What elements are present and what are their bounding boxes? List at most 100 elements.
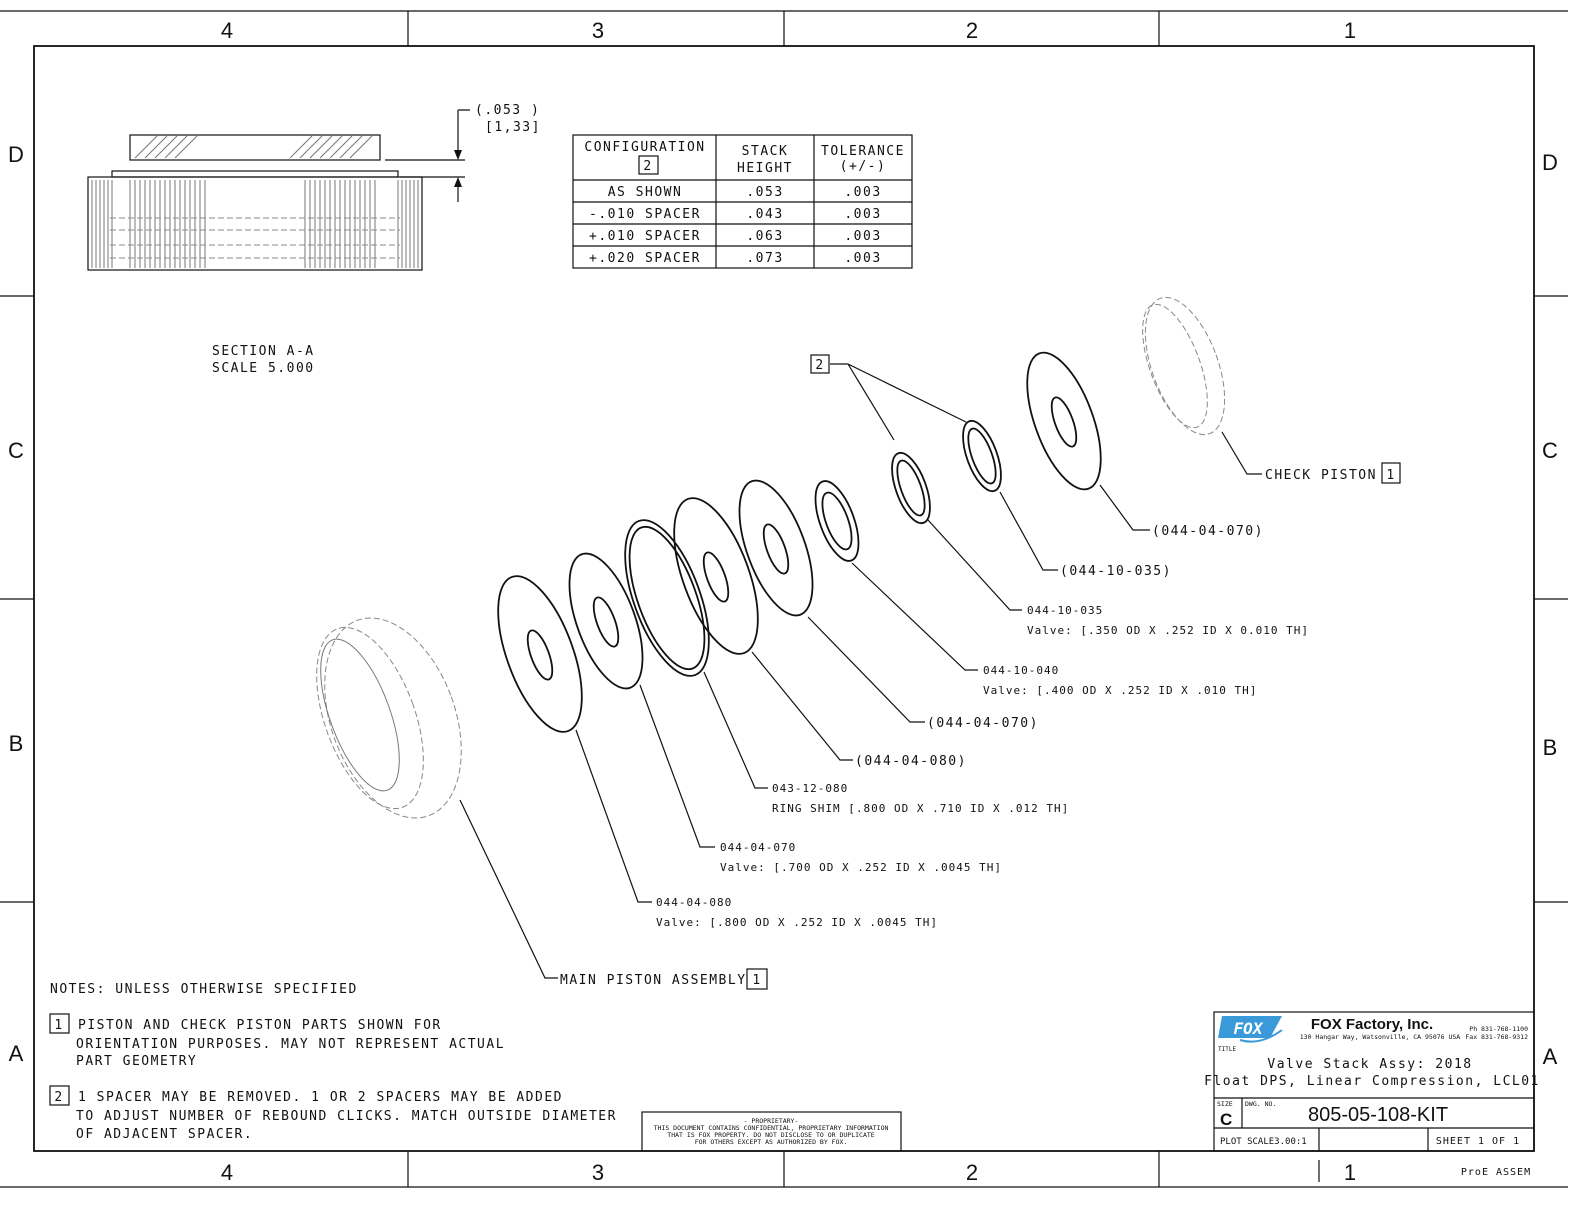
table-cell: .053 xyxy=(746,185,783,200)
notes: NOTES: UNLESS OTHERWISE SPECIFIED 1 PIST… xyxy=(49,982,617,1142)
section-dim-mm: [1,33] xyxy=(485,120,541,135)
title-label: TITLE xyxy=(1218,1046,1236,1053)
zone-col: 4 xyxy=(221,18,233,43)
table-cell: +.020 SPACER xyxy=(589,251,701,266)
zone-row: A xyxy=(9,1041,24,1066)
company-fax: Fax 831-768-9312 xyxy=(1465,1033,1528,1041)
zone-col: 4 xyxy=(221,1160,233,1185)
zone-col: 2 xyxy=(966,1160,978,1185)
exploded-view xyxy=(316,296,1226,819)
table-header-stack: STACK xyxy=(742,144,789,159)
table-cell: +.010 SPACER xyxy=(589,229,701,244)
table-cell: .003 xyxy=(844,185,881,200)
zone-row: C xyxy=(1542,438,1558,463)
drawing-title-1: Valve Stack Assy: 2018 xyxy=(1267,1057,1472,1072)
note-flag: 2 xyxy=(54,1090,63,1105)
callout-desc: Valve: [.400 OD X .252 ID X .010 TH] xyxy=(983,684,1257,697)
callout-check-piston: CHECK PISTON xyxy=(1265,468,1377,483)
proprietary-line: THAT IS FOX PROPERTY. DO NOT DISCLOSE TO… xyxy=(667,1131,874,1139)
callout-pn: 044-10-040 xyxy=(983,664,1059,677)
zone-col: 3 xyxy=(592,1160,604,1185)
section-view: (.053 ) [1,33] SECTION A-A SCALE 5.000 xyxy=(87,103,541,376)
callout-desc: Valve: [.800 OD X .252 ID X .0045 TH] xyxy=(656,916,938,929)
flag-1: 1 xyxy=(752,973,761,988)
note-line: 1 SPACER MAY BE REMOVED. 1 OR 2 SPACERS … xyxy=(78,1090,563,1105)
zone-labels: 4 3 2 1 4 3 2 1 D C B A D C B A xyxy=(8,18,1558,1185)
check-piston xyxy=(1142,296,1226,436)
table-cell: .043 xyxy=(746,207,783,222)
callout-desc: RING SHIM [.800 OD X .710 ID X .012 TH] xyxy=(772,802,1069,815)
drawing-number: 805-05-108-KIT xyxy=(1308,1104,1448,1126)
zone-row: D xyxy=(8,142,24,167)
table-cell: .063 xyxy=(746,229,783,244)
table-cell: .073 xyxy=(746,251,783,266)
callout-text: (044-04-070) xyxy=(1152,524,1264,539)
callout-desc: Valve: [.700 OD X .252 ID X .0045 TH] xyxy=(720,861,1002,874)
callout-text: (044-10-035) xyxy=(1060,564,1172,579)
table-header-tolerance: TOLERANCE xyxy=(821,144,905,159)
callout-text: (044-04-070) xyxy=(927,716,1039,731)
shim-044-04-070-c xyxy=(1026,351,1102,491)
size-label: SIZE xyxy=(1217,1100,1233,1108)
shim-044-04-080-b xyxy=(673,497,759,655)
zone-row: B xyxy=(1543,735,1558,760)
note-flag: 1 xyxy=(54,1018,63,1033)
table-cell: .003 xyxy=(844,229,881,244)
spacer-044-10-035-b xyxy=(962,419,1002,493)
company-phone: Ph 831-768-1100 xyxy=(1469,1025,1528,1033)
shim-044-04-070 xyxy=(568,552,644,690)
proprietary-line: FOR OTHERS EXCEPT AS AUTHORIZED BY FOX. xyxy=(695,1138,848,1146)
section-scale: SCALE 5.000 xyxy=(212,361,315,376)
logo-text: FOX xyxy=(1234,1019,1264,1038)
plot-scale: PLOT SCALE3.00:1 xyxy=(1220,1137,1307,1147)
callout-pn: 044-04-070 xyxy=(720,841,796,854)
section-dim-inch: (.053 ) xyxy=(475,103,540,118)
note-line: PART GEOMETRY xyxy=(76,1054,197,1069)
note-line: TO ADJUST NUMBER OF REBOUND CLICKS. MATC… xyxy=(76,1109,617,1124)
table-cell: AS SHOWN xyxy=(608,185,683,200)
zone-col: 2 xyxy=(966,18,978,43)
software-label: ProE ASSEM xyxy=(1461,1167,1531,1178)
proprietary-line: - PROPRIETARY- xyxy=(744,1117,799,1125)
zone-row: A xyxy=(1543,1044,1558,1069)
shim-044-04-080 xyxy=(497,575,583,733)
table-cell: .003 xyxy=(844,207,881,222)
valve-044-10-040 xyxy=(814,480,860,562)
note-line: ORIENTATION PURPOSES. MAY NOT REPRESENT … xyxy=(76,1037,505,1052)
company-address: 130 Hangar Way, Watsonville, CA 95076 US… xyxy=(1300,1033,1461,1041)
table-cell: -.010 SPACER xyxy=(589,207,701,222)
zone-col: 1 xyxy=(1344,1160,1356,1185)
title-block: FOX FOX Factory, Inc. 130 Hangar Way, Wa… xyxy=(1204,1011,1540,1182)
proprietary-notice: - PROPRIETARY- THIS DOCUMENT CONTAINS CO… xyxy=(641,1111,902,1152)
shim-044-04-070-b xyxy=(738,479,814,617)
config-flag: 2 xyxy=(643,159,652,174)
config-table: CONFIGURATION 2 STACK HEIGHT TOLERANCE (… xyxy=(572,134,913,269)
proprietary-line: THIS DOCUMENT CONTAINS CONFIDENTIAL, PRO… xyxy=(654,1124,889,1132)
table-header-configuration: CONFIGURATION xyxy=(584,140,705,155)
callout-desc: Valve: [.350 OD X .252 ID X 0.010 TH] xyxy=(1027,624,1309,637)
spacer-044-10-035 xyxy=(891,451,931,525)
zone-col: 3 xyxy=(592,18,604,43)
section-title: SECTION A-A xyxy=(212,344,315,359)
note-line: OF ADJACENT SPACER. xyxy=(76,1127,253,1142)
table-cell: .003 xyxy=(844,251,881,266)
dwg-label: DWG. NO. xyxy=(1245,1100,1276,1108)
callout-pn: 044-10-035 xyxy=(1027,604,1103,617)
zone-row: D xyxy=(1542,150,1558,175)
callout-pn: 043-12-080 xyxy=(772,782,848,795)
company-name: FOX Factory, Inc. xyxy=(1311,1016,1433,1033)
main-piston xyxy=(316,617,462,819)
fox-logo: FOX xyxy=(1218,1016,1283,1043)
callout-text: (044-04-080) xyxy=(855,754,967,769)
drawing-title-2: Float DPS, Linear Compression, LCL01 xyxy=(1204,1074,1540,1089)
drawing-frame xyxy=(0,10,1568,1188)
ring-shim-043-12-080 xyxy=(624,519,710,677)
callout-pn: 044-04-080 xyxy=(656,896,732,909)
flag-1: 1 xyxy=(1386,468,1395,483)
zone-row: C xyxy=(8,438,24,463)
notes-heading: NOTES: UNLESS OTHERWISE SPECIFIED xyxy=(50,982,358,997)
table-header-height: HEIGHT xyxy=(737,161,793,176)
note-line: PISTON AND CHECK PISTON PARTS SHOWN FOR xyxy=(78,1018,442,1033)
zone-col: 1 xyxy=(1344,18,1356,43)
